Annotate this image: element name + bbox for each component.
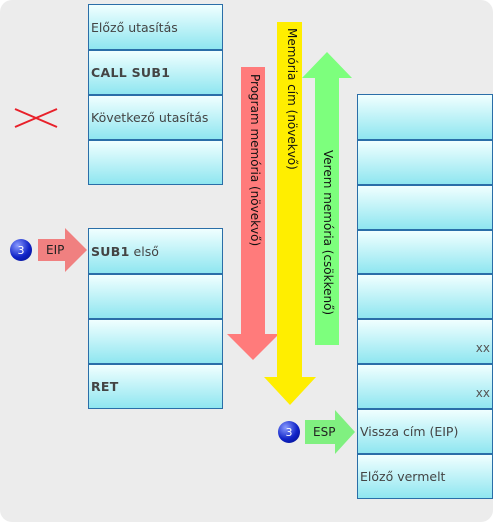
step-badge-icon: 3: [10, 239, 32, 261]
cell-label: SUB1 első: [91, 244, 159, 259]
address-arrow-icon: [264, 22, 316, 405]
program-cell-call-sub1: CALL SUB1: [88, 50, 223, 95]
step-number: 3: [285, 425, 293, 439]
step-badge-icon: 3: [278, 421, 300, 443]
sub1-label: SUB1: [91, 243, 130, 259]
cross-icon: [14, 108, 58, 128]
stack-cell-xx: xx: [357, 364, 493, 409]
cell-suffix: xx: [475, 341, 490, 355]
stack-cell: [357, 94, 493, 140]
cell-suffix: xx: [475, 386, 490, 400]
stack-cell-return-address: Vissza cím (EIP): [357, 409, 493, 454]
stack-cell: [357, 185, 493, 230]
stack-cell-previous-pushed: Előző vermelt: [357, 454, 493, 499]
stack-cell: [357, 140, 493, 185]
address-label: Memória cím (növekvő): [285, 28, 299, 170]
stack-cell: [357, 274, 493, 319]
program-cell-empty: [88, 319, 223, 364]
program-cell-ret: RET: [88, 364, 223, 409]
cell-label: RET: [91, 379, 119, 394]
esp-label: ESP: [313, 425, 336, 439]
stack-arrow-icon: [302, 52, 352, 345]
cell-label: Vissza cím (EIP): [360, 424, 459, 439]
program-memory-arrow-icon: [227, 67, 279, 360]
cell-label: CALL SUB1: [91, 65, 171, 80]
step-number: 3: [17, 243, 25, 257]
program-cell-sub1-first: SUB1 első: [88, 228, 223, 274]
program-memory-label: Program memória (növekvő): [248, 74, 262, 247]
program-cell-empty: [88, 274, 223, 319]
cell-label: Előző utasítás: [91, 19, 178, 35]
cell-label: Előző vermelt: [360, 469, 446, 484]
eip-label: EIP: [46, 243, 65, 257]
cell-label: Következő utasítás: [91, 110, 209, 125]
stack-cell-xx: xx: [357, 319, 493, 364]
sub1-rest-label: első: [129, 243, 159, 259]
program-cell-previous-instruction: Előző utasítás: [88, 4, 223, 50]
program-cell-next-instruction: Következő utasítás: [88, 95, 223, 140]
stack-memory-label: Verem memória (csökkenő): [321, 150, 335, 316]
program-cell-empty: [88, 140, 223, 185]
esp-arrow-icon: [305, 410, 355, 454]
eip-arrow-icon: [38, 228, 87, 272]
